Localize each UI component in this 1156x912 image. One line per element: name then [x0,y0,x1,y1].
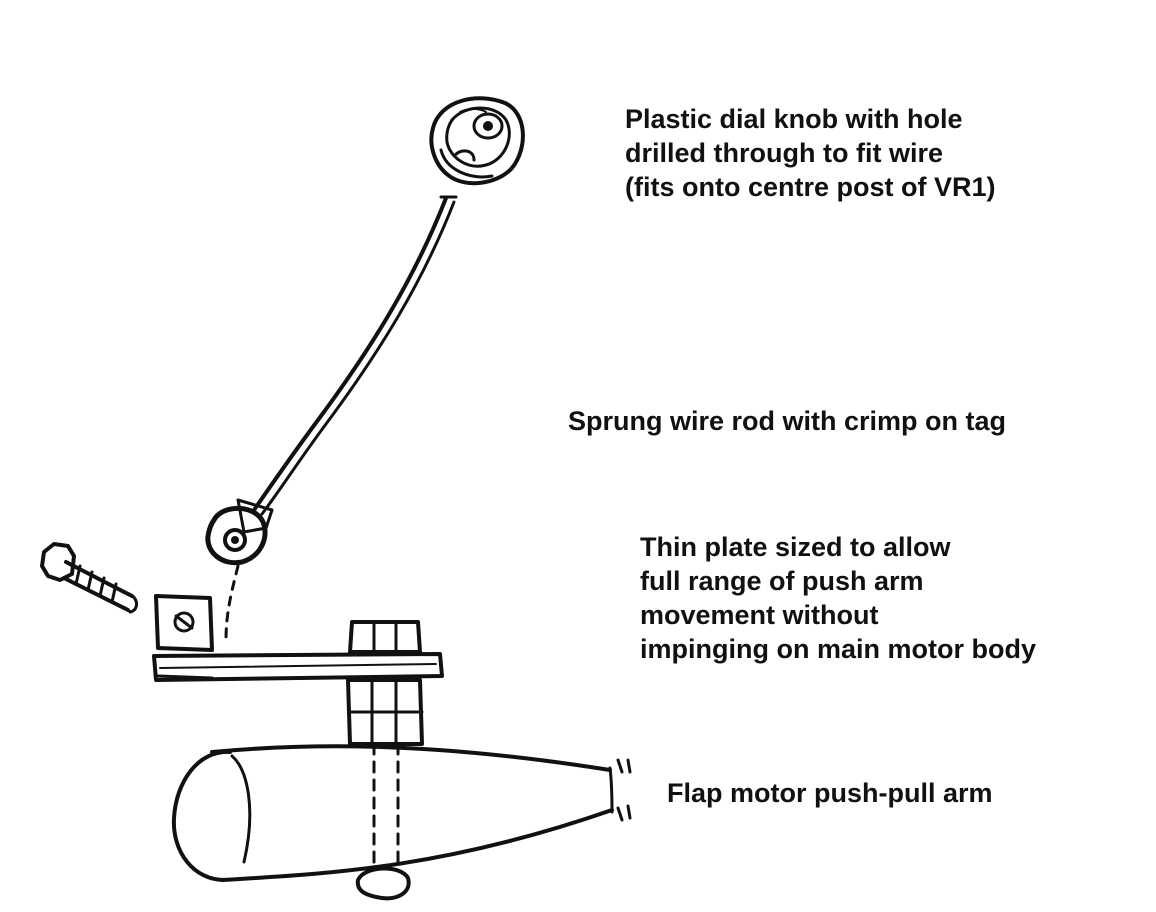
crimp-tag [205,498,274,566]
dial-knob-label-line: (fits onto centre post of VR1) [625,172,996,202]
thin-plate-label: Thin plate sized to allow full range of … [640,530,1036,666]
thin-plate-label-line: Thin plate sized to allow [640,532,951,562]
square-plate [154,594,214,652]
thin-plate [152,652,444,682]
dashed-link [224,564,240,642]
wire-rod-label-line: Sprung wire rod with crimp on tag [568,406,1007,436]
dial-knob [429,96,525,186]
wire-rod [252,195,458,516]
dial-knob-label-line: drilled through to fit wire [625,138,943,168]
dial-knob-label-line: Plastic dial knob with hole [625,104,963,134]
push-arm [355,742,411,901]
thin-plate-label-line: impinging on main motor body [640,634,1036,664]
thin-plate-label-line: movement without [640,600,879,630]
bolt [40,542,138,614]
dial-knob-label: Plastic dial knob with hole drilled thro… [625,102,996,204]
push-pull-arm-label: Flap motor push-pull arm [667,776,993,810]
push-pull-arm-label-line: Flap motor push-pull arm [667,778,993,808]
thin-plate-label-line: full range of push arm [640,566,924,596]
wire-rod-label: Sprung wire rod with crimp on tag [568,404,1006,438]
motor-body [171,744,632,882]
clamp-blocks [346,620,424,746]
